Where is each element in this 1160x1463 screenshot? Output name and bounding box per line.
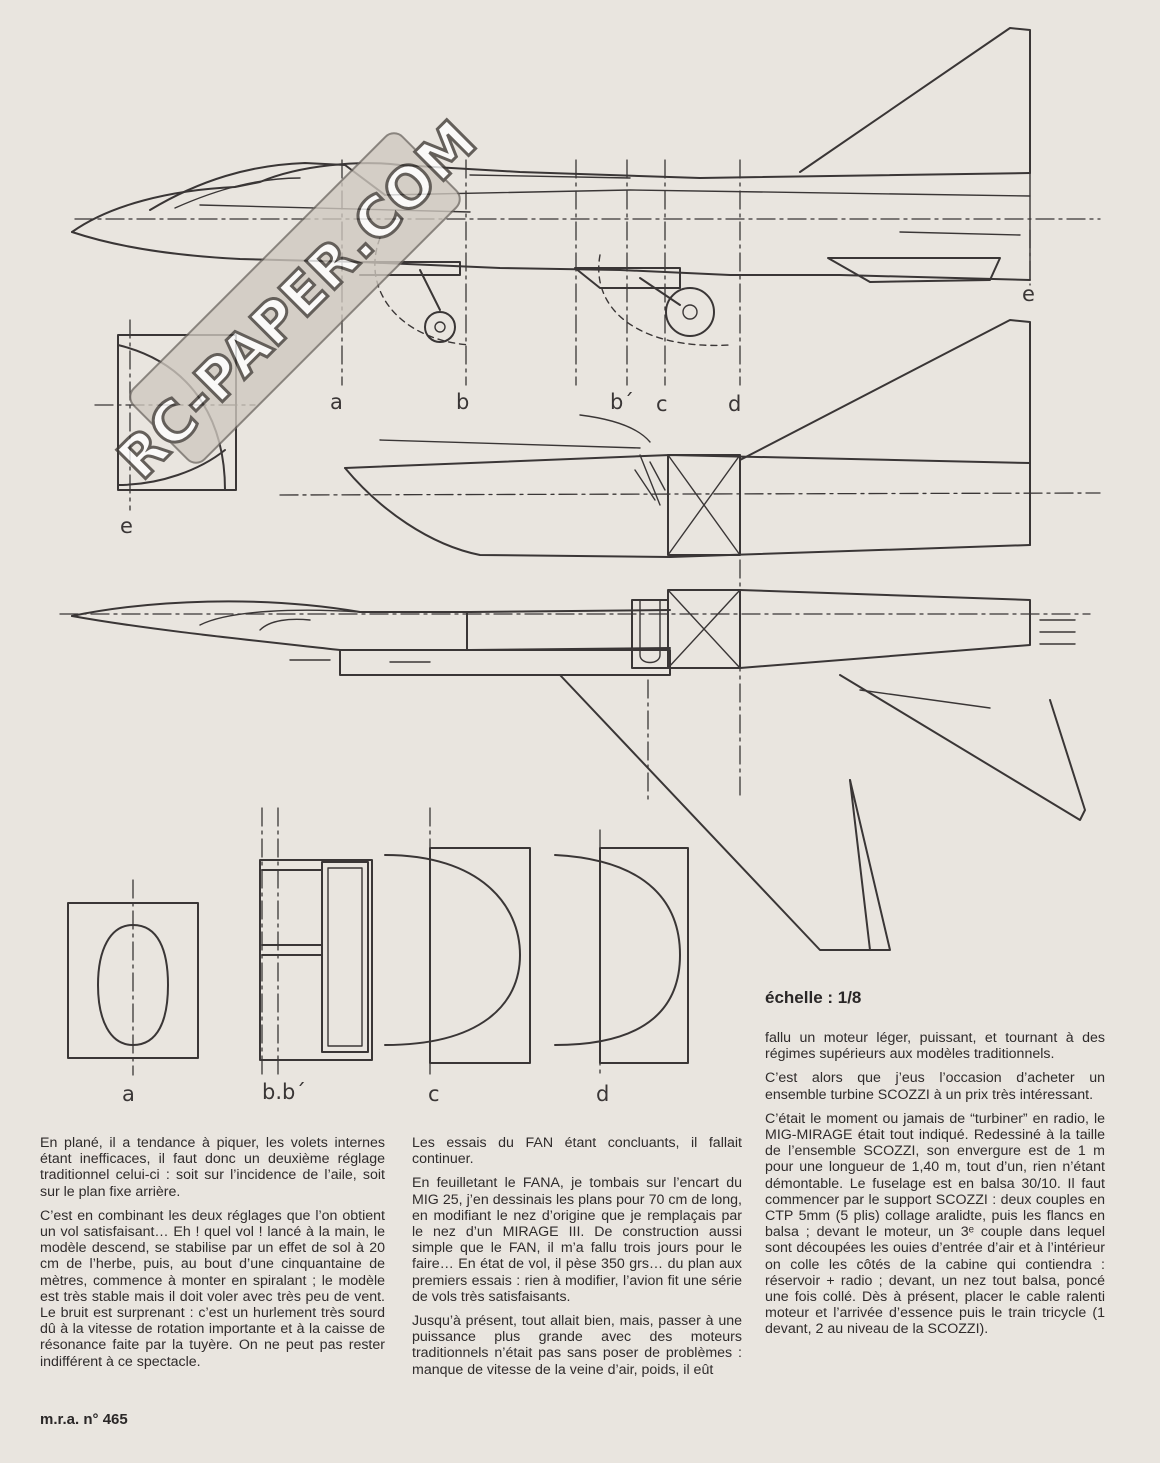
paragraph: En plané, il a tendance à piquer, les vo… bbox=[40, 1135, 385, 1200]
text-column-3: fallu un moteur léger, puissant, et tour… bbox=[765, 1030, 1105, 1346]
label-d-section: d bbox=[596, 1082, 610, 1106]
label-a-top: a bbox=[330, 390, 343, 414]
text-column-2: Les essais du FAN étant concluants, il f… bbox=[412, 1135, 742, 1386]
paragraph: fallu un moteur léger, puissant, et tour… bbox=[765, 1030, 1105, 1063]
page-footer: m.r.a. n° 465 bbox=[40, 1411, 128, 1428]
label-e-side: e bbox=[1022, 282, 1035, 306]
paragraph: En feuilletant le FANA, je tombais sur l… bbox=[412, 1175, 742, 1305]
rc-paper-watermark: RC-PAPER.COM bbox=[104, 107, 490, 493]
watermark-text: RC-PAPER.COM bbox=[106, 109, 489, 492]
paragraph: Les essais du FAN étant concluants, il f… bbox=[412, 1135, 742, 1168]
label-a-section: a bbox=[122, 1082, 135, 1106]
under-view bbox=[71, 559, 1086, 951]
paragraph: C’était le moment ou jamais de “turbiner… bbox=[765, 1110, 1105, 1338]
label-b-top: b bbox=[456, 390, 470, 414]
paragraph: C’est alors que j’eus l’occasion d’achet… bbox=[765, 1070, 1105, 1103]
text-column-1: En plané, il a tendance à piquer, les vo… bbox=[40, 1135, 385, 1378]
label-b-prime-top: b´ bbox=[610, 390, 634, 414]
label-e-section: e bbox=[120, 514, 133, 538]
paragraph: Jusqu’à présent, tout allait bien, mais,… bbox=[412, 1313, 742, 1378]
label-c-section: c bbox=[428, 1082, 440, 1106]
label-c-top: c bbox=[656, 392, 668, 416]
top-view bbox=[59, 319, 1101, 615]
scale-label: échelle : 1/8 bbox=[765, 988, 862, 1007]
cross-sections bbox=[67, 807, 689, 1076]
label-bb-section: b.b´ bbox=[262, 1080, 306, 1104]
paragraph: C’est en combinant les deux réglages que… bbox=[40, 1207, 385, 1370]
label-d-top: d bbox=[728, 392, 742, 416]
